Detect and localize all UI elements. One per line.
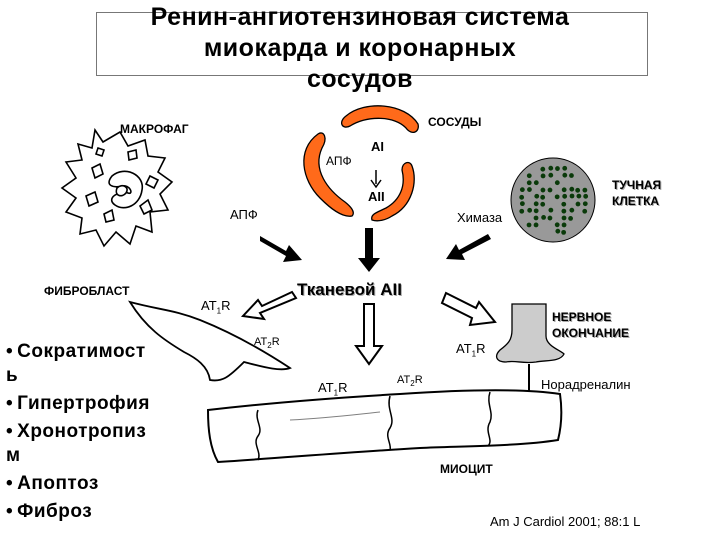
mast-granule — [519, 201, 525, 207]
mast-granule — [561, 229, 567, 235]
effects-list: •Сократимост ь •Гипертрофия •Хронотропиз… — [6, 340, 206, 528]
arrow-to-myocyte — [354, 303, 384, 366]
effect-item: •Фиброз — [6, 501, 93, 522]
fibroblast-cell — [128, 300, 292, 382]
mast-granule — [568, 216, 573, 221]
mast-granule — [561, 208, 567, 214]
vessels-label: СОСУДЫ — [428, 115, 482, 129]
mast-granule — [547, 215, 553, 221]
receptor-at1-fibroblast: AT1R — [201, 298, 231, 316]
output-arrows — [240, 290, 497, 366]
mast-granule — [555, 228, 561, 234]
mast-granule — [519, 187, 525, 193]
mast-granule — [554, 222, 560, 228]
mast-granule — [575, 187, 581, 193]
myocyte-cell — [206, 389, 563, 464]
mast-granule — [561, 222, 567, 228]
mast-granule — [533, 222, 539, 228]
mast-granule — [548, 172, 554, 178]
nerve-ending-label: НЕРВНОЕ ОКОНЧАНИЕ — [552, 310, 630, 340]
receptor-at2-myocyte: AT2R — [397, 374, 423, 389]
mast-granule — [519, 208, 525, 214]
chymase-label: Химаза — [457, 210, 503, 225]
mast-granule — [534, 193, 540, 199]
mast-granule — [582, 187, 588, 193]
mast-granule — [548, 207, 554, 213]
nerve-ending — [495, 303, 565, 364]
mast-granule — [555, 166, 560, 171]
input-arrows — [260, 228, 491, 272]
noradrenaline-label: Норадреналин — [541, 377, 631, 392]
mast-granule — [569, 173, 574, 178]
mast-granule — [562, 193, 568, 199]
title-box — [96, 12, 648, 76]
vessel-right — [371, 161, 415, 222]
mast-granule — [540, 166, 546, 172]
mast-granule — [562, 165, 568, 171]
mast-granule — [541, 215, 546, 220]
angiotensin-2-label: AII — [368, 189, 385, 204]
tissue-angiotensin-2-label: Тканевой AII — [297, 280, 402, 299]
mast-granule — [575, 201, 581, 207]
mast-granule — [533, 215, 539, 221]
fibroblast-label: ФИБРОБЛАСТ — [44, 284, 130, 298]
arrow-vessels — [358, 228, 380, 272]
page-title: Ренин-ангиотензиновая система миокарда и… — [150, 3, 570, 93]
mast-granule — [569, 193, 575, 199]
mast-granule — [576, 193, 582, 199]
mast-granule — [547, 187, 553, 193]
mast-granule — [540, 173, 546, 179]
mast-granule — [583, 193, 589, 199]
conversion-arrow — [370, 170, 382, 189]
angiotensin-1-label: AI — [371, 139, 384, 154]
mast-granule — [540, 201, 546, 207]
mast-granule — [561, 215, 567, 221]
receptor-at1-nerve: AT1R — [456, 341, 486, 359]
vessel-left — [303, 132, 354, 217]
mast-granule — [519, 194, 525, 200]
mast-granule — [548, 165, 554, 171]
arrow-to-fibroblast — [240, 290, 298, 321]
receptor-at2-fibroblast: AT2R — [254, 336, 280, 351]
macrophage-label: МАКРОФАГ — [120, 122, 189, 136]
mast-cell-label: ТУЧНАЯ КЛЕТКА — [612, 178, 662, 208]
mast-granule — [569, 186, 575, 192]
vessels-group — [303, 105, 419, 222]
mast-granule — [540, 194, 546, 200]
mast-granule — [533, 180, 539, 186]
mast-granule — [562, 172, 568, 178]
mast-granule — [526, 173, 532, 179]
ace-macrophage-label: АПФ — [230, 207, 258, 222]
arrow-mast — [446, 234, 491, 260]
mast-granule — [526, 180, 532, 186]
receptor-at1-myocyte: AT1R — [318, 380, 348, 398]
arrow-macrophage — [260, 236, 302, 262]
mast-cell — [510, 157, 596, 243]
macrophage-cell — [60, 127, 174, 248]
citation: Am J Cardiol 2001; 88:1 L — [490, 514, 641, 529]
mast-granule — [569, 207, 575, 213]
mast-granule — [533, 208, 539, 214]
myocyte-label: МИОЦИТ — [440, 462, 493, 476]
effect-item: •Хронотропиз м — [6, 421, 147, 466]
mast-granule — [561, 187, 567, 193]
vessel-top — [341, 105, 419, 133]
mast-granule — [554, 180, 560, 186]
mast-granule — [526, 222, 532, 228]
mast-granule — [527, 207, 533, 213]
mast-granule — [540, 187, 546, 193]
mast-granule — [561, 201, 567, 207]
effect-item: •Сократимост ь — [6, 341, 146, 386]
mast-granule — [554, 194, 560, 200]
mast-granule — [533, 201, 539, 207]
effect-item: •Апоптоз — [6, 473, 99, 494]
mast-granule — [582, 201, 588, 207]
effect-item: •Гипертрофия — [6, 393, 150, 414]
ace-vessels-label: АПФ — [326, 154, 352, 168]
arrow-to-nerve — [440, 291, 497, 327]
mast-granule — [582, 208, 588, 214]
mast-granule — [527, 187, 532, 192]
